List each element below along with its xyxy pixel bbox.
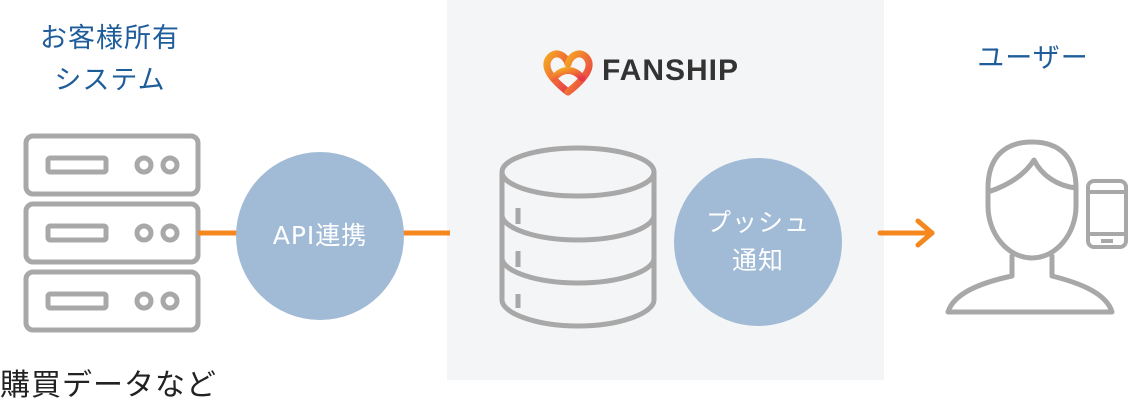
smartphone-icon (1086, 179, 1128, 249)
customer-system-title-line2: システム (54, 65, 166, 96)
fanship-logo-text: FANSHIP (602, 54, 740, 87)
purchase-data-caption: 購買データなど (0, 368, 217, 400)
server-stack-icon (23, 133, 201, 333)
server-unit-3 (23, 269, 201, 333)
database-icon (499, 145, 657, 329)
fanship-heart-logo-icon (543, 50, 593, 96)
customer-system-title-line1: お客様所有 (40, 23, 180, 54)
user-title: ユーザー (977, 43, 1089, 74)
server-unit-2 (23, 201, 201, 265)
push-notification-line2: 通知 (731, 246, 784, 275)
api-integration-bubble: API連携 (236, 152, 404, 320)
push-notification-bubble: プッシュ 通知 (674, 158, 842, 326)
user-icon (945, 139, 1115, 315)
api-integration-label: API連携 (272, 221, 368, 250)
fanship-logo: FANSHIP (540, 48, 790, 108)
customer-system-title: お客様所有 システム (20, 18, 200, 102)
arrow-right-icon (877, 218, 935, 248)
server-unit-1 (23, 133, 201, 197)
push-notification-line1: プッシュ (705, 208, 810, 237)
